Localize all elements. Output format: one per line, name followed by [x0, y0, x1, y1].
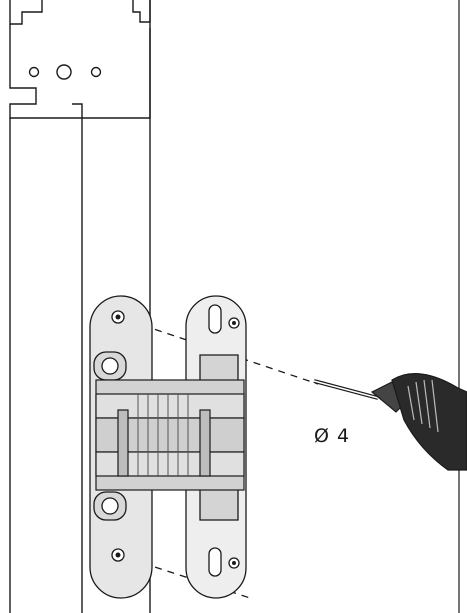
adjust-slot-top: [208, 304, 222, 334]
drill-diameter-label: Ø 4: [314, 425, 351, 447]
frame-hole-center: [56, 64, 72, 80]
frame-hole-right: [90, 66, 102, 78]
guide-line-lower: [117, 554, 251, 599]
drill: [313, 373, 467, 471]
hinge-knuckle-lines: [137, 394, 189, 476]
adjust-slot-bottom: [208, 547, 222, 577]
frame-hole-left: [28, 66, 40, 78]
hinge-mechanism: [95, 379, 245, 491]
drill-grip-lines: [407, 379, 439, 433]
frame-holes: [28, 64, 102, 80]
